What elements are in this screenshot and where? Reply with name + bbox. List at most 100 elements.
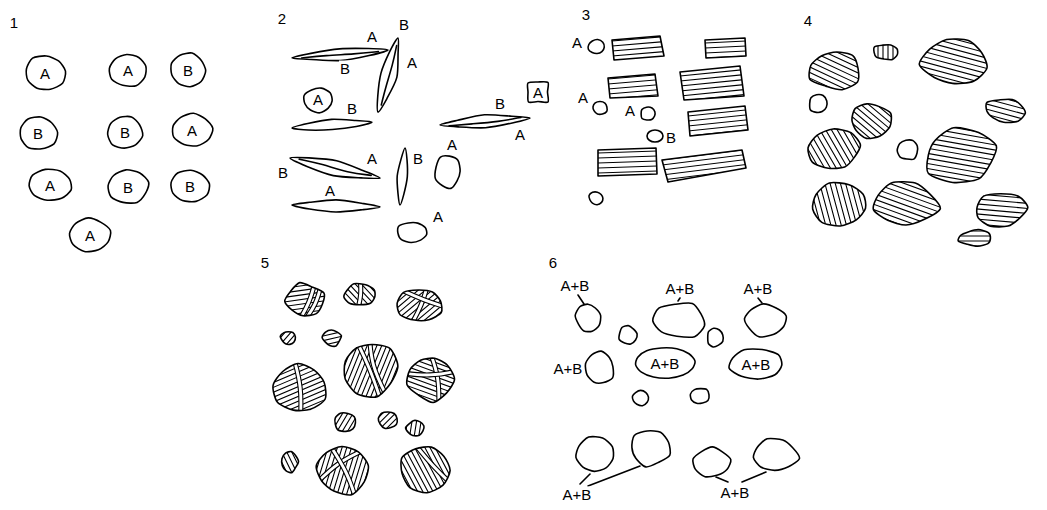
- particle-outline: [729, 349, 782, 379]
- mineral-letter: B: [665, 130, 677, 145]
- hatched-particle: [974, 78, 1037, 140]
- particle: B: [168, 51, 208, 89]
- mineral-letter: A: [324, 183, 336, 198]
- particle-outline: [171, 170, 210, 201]
- banded-particle: [593, 148, 662, 193]
- particle: A: [26, 167, 74, 203]
- particle: [632, 390, 648, 405]
- particle: [810, 95, 827, 113]
- hatched-particle: [272, 322, 305, 355]
- particle-outline: [636, 348, 696, 378]
- hatched-particle: [300, 428, 384, 510]
- particle: [576, 437, 614, 472]
- mineral-letter: A: [533, 85, 543, 100]
- particle: A+B: [633, 346, 697, 380]
- mineral-letter: A+B: [742, 357, 771, 372]
- particle-outline: [171, 53, 206, 87]
- mineral-letter: B: [494, 96, 506, 111]
- hatched-particle: [382, 267, 460, 344]
- particle: [632, 431, 670, 467]
- panel-number: 3: [581, 7, 591, 22]
- particle: A: [169, 111, 215, 149]
- mineral-letter: A+B: [665, 281, 696, 296]
- mineral-letter: B: [412, 151, 424, 166]
- particle: [435, 156, 460, 189]
- particle: [398, 223, 427, 243]
- particle: A: [22, 53, 68, 93]
- particle: [641, 107, 655, 120]
- particle: [593, 102, 607, 115]
- particle: [588, 39, 604, 53]
- particle-outline: [108, 170, 149, 203]
- hatched-particle: [383, 425, 469, 510]
- particle: [619, 326, 637, 344]
- panel-number: 2: [277, 11, 287, 26]
- hatched-particle: [953, 216, 997, 256]
- mineral-letter: B: [183, 63, 193, 78]
- mineral-letter: A: [313, 92, 323, 107]
- leader-lines: [578, 295, 766, 486]
- particle: B: [168, 168, 212, 204]
- mineral-letter: A+B: [651, 356, 680, 371]
- hatched-particle: [331, 264, 391, 324]
- hatched-particle: [392, 340, 468, 415]
- hatched-particle: [905, 11, 1007, 110]
- particle: [585, 351, 613, 383]
- elongated-particle: [377, 38, 398, 112]
- particle: [693, 447, 731, 477]
- panel-5: [256, 264, 469, 510]
- hatched-particle: [326, 324, 414, 412]
- mineral-letter: A: [571, 35, 583, 50]
- particle: B: [105, 168, 151, 206]
- mineral-letter: B: [277, 165, 289, 180]
- mineral-letter: B: [33, 126, 43, 141]
- particle: [690, 389, 709, 404]
- panel-number: 4: [803, 13, 813, 28]
- mineral-letter: A: [432, 209, 444, 224]
- mineral-letter: A: [577, 90, 589, 105]
- hatched-particle: [798, 161, 884, 249]
- particle-outline: [108, 116, 143, 148]
- elongated-particle: [292, 119, 372, 130]
- particle: A: [527, 81, 549, 103]
- mineral-letter: B: [123, 180, 133, 195]
- mineral-letter: A+B: [553, 361, 584, 376]
- hatched-particle: [256, 344, 345, 433]
- elongated-particle: [292, 48, 388, 60]
- particle: [589, 192, 603, 205]
- particle: [744, 304, 786, 337]
- particle: [897, 140, 917, 159]
- particle: A: [106, 51, 150, 89]
- particle: [708, 328, 723, 347]
- mineral-letter: A+B: [743, 281, 774, 296]
- hatched-particle: [323, 400, 366, 444]
- panel-6: [575, 295, 799, 486]
- mineral-letter: A: [514, 127, 526, 142]
- particle-outline: [109, 54, 146, 86]
- mineral-letter: B: [185, 179, 195, 194]
- mineral-letter: B: [398, 17, 410, 32]
- particle: A+B: [726, 346, 786, 382]
- hatched-particle: [276, 273, 334, 329]
- particle-outline: [527, 82, 548, 103]
- hatched-particle: [369, 401, 408, 440]
- mineral-letter: A: [366, 151, 378, 166]
- panel-number: 6: [548, 255, 558, 270]
- particle: A: [301, 86, 335, 115]
- mineral-letter: A+B: [720, 485, 751, 500]
- mineral-letter: B: [346, 101, 358, 116]
- mineral-letter: A+B: [562, 487, 593, 502]
- banded-particle: [683, 104, 753, 151]
- panel-3: [588, 36, 753, 205]
- mineral-letter: A: [366, 29, 378, 44]
- hatched-particle: [868, 34, 903, 70]
- particle-outline: [26, 56, 65, 90]
- panel-number: 5: [260, 255, 270, 270]
- particle: [753, 438, 799, 470]
- particle-outline: [69, 218, 110, 252]
- particle: [647, 130, 663, 142]
- banded-particle: [607, 36, 669, 76]
- banded-particle: [657, 144, 751, 201]
